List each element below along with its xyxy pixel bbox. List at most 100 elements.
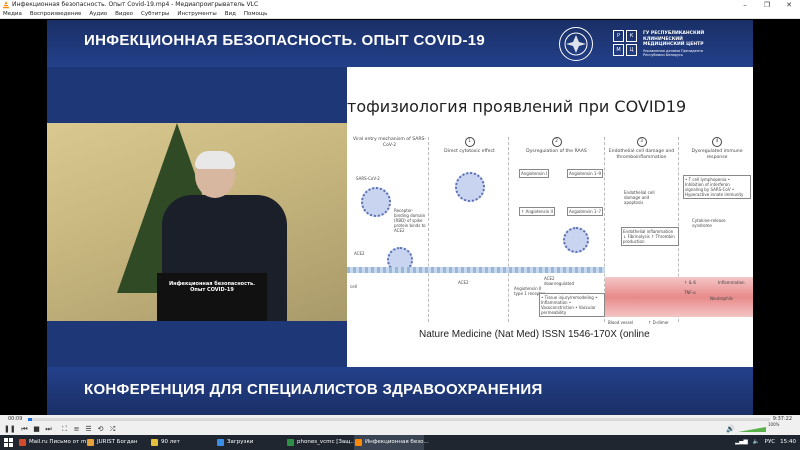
label-il6: ↑ IL-6 [684, 280, 696, 285]
close-button[interactable]: ✕ [786, 1, 792, 9]
label-raas-effects: • Tissue injury/remodeling • Inflammatio… [539, 293, 605, 317]
taskbar-item[interactable]: Mail.ru Письмо от m... [18, 435, 92, 450]
volume-level [738, 427, 766, 432]
menu-media[interactable]: Медиа [3, 11, 22, 17]
slide-panel-immune: 4 Dysregulated immune response [681, 137, 753, 322]
pause-icon[interactable]: ❚❚ [4, 425, 16, 433]
menu-help[interactable]: Помощь [243, 11, 268, 17]
label-endothelial-inflammation: Endothelial inflammation ↓ Fibrinolysis … [621, 227, 679, 246]
taskbar: Mail.ru Письмо от m... JURIST Богдан 90 ле… [0, 435, 800, 450]
extended-settings-icon[interactable]: ≡ [73, 425, 80, 433]
taskbar-item-label: phones_vcmc [Защ... [297, 439, 356, 445]
panel-heading: Endothelial cell damage and thromboinfla… [608, 149, 675, 160]
taskbar-item[interactable]: Инфекционная безо... [354, 435, 429, 450]
windows-start-icon[interactable] [4, 438, 13, 447]
panel-number: 2 [551, 137, 562, 147]
volume-tray-icon[interactable]: 🔈 [752, 439, 760, 445]
slide-panel-raas: 2 Dysregulation of the RAAS [509, 137, 605, 322]
label-ace2-downregulated: ACE2 downregulated [543, 275, 581, 287]
window-controls: – ❐ ✕ [734, 0, 800, 10]
stop-icon[interactable]: ■ [33, 425, 40, 433]
menu-subtitles[interactable]: Субтитры [141, 11, 170, 17]
blood-vessel-graphic [605, 277, 753, 317]
hospital-subtitle: Управления делами Президента Республики … [643, 48, 704, 57]
playback-controls: ❚❚ ⏮ ■ ⏭ ⛶ ≡ ☰ ⟲ ⤮ 🔊 100% [0, 422, 800, 435]
loop-icon[interactable]: ⟲ [97, 425, 104, 433]
seek-progress [28, 418, 32, 421]
language-indicator[interactable]: РУС [764, 439, 776, 445]
taskbar-item-label: JURIST Богдан [97, 439, 138, 445]
taskbar-item-label: Загрузки [227, 439, 254, 445]
menu-audio[interactable]: Аудио [89, 11, 108, 17]
panel-heading: Dysregulation of the RAAS [526, 149, 587, 154]
panel-heading: Direct cytotoxic effect [444, 149, 495, 154]
network-icon[interactable]: ▂▄▆ [735, 439, 748, 445]
label-tnf: TNF-α [684, 290, 696, 295]
top-banner: ИНФЕКЦИОННАЯ БЕЗОПАСНОСТЬ. ОПЫТ COVID-19… [47, 20, 753, 67]
virus-icon [563, 227, 589, 253]
presentation-slide: тофизиология проявлений при COVID19 Vira… [347, 67, 753, 367]
label-blood-vessel: Blood vessel [607, 319, 635, 326]
maximize-button[interactable]: ❐ [763, 1, 771, 9]
clock[interactable]: 15:40 [780, 439, 796, 445]
minimize-button[interactable]: – [743, 1, 747, 9]
system-tray: ▂▄▆ 🔈 РУС 15:40 [735, 435, 796, 450]
hospital-logo-cell: М [613, 44, 624, 56]
previous-icon[interactable]: ⏮ [21, 425, 28, 433]
slide-title: тофизиология проявлений при COVID19 [347, 97, 687, 116]
virus-icon [361, 187, 391, 217]
label-immune: • T cell lymphopenia • Inhibition of int… [683, 175, 751, 199]
slide-panel-cytotoxic: 1 Direct cytotoxic effect [431, 137, 509, 322]
taskbar-item[interactable]: phones_vcmc [Защ... [286, 435, 356, 450]
label-neutrophils: Neutrophils [710, 296, 733, 301]
taskbar-item[interactable]: JURIST Богдан [86, 435, 148, 450]
speaker-icon[interactable]: 🔊 [726, 425, 735, 433]
taskbar-item[interactable]: 90 лет [150, 435, 214, 450]
playlist-icon[interactable]: ☰ [85, 425, 92, 433]
window-title: Инфекционная безопасность. Опыт Covid-19… [12, 1, 259, 8]
title-bar: Инфекционная безопасность. Опыт Covid-19… [0, 0, 800, 10]
hospital-logo-cell: К [626, 30, 637, 42]
slide-citation: Nature Medicine (Nat Med) ISSN 1546-170X… [419, 329, 650, 340]
label-angiotensin-1-7: Angiotensin 1–7 [567, 207, 604, 216]
next-icon[interactable]: ⏭ [45, 425, 52, 433]
app-icon [151, 439, 158, 446]
taskbar-item[interactable]: Загрузки [216, 435, 284, 450]
total-time[interactable]: 9:37:22 [772, 416, 792, 422]
seek-slider[interactable] [28, 418, 770, 421]
label-cytokine: Cytokine-release syndrome [691, 217, 743, 229]
bottom-banner: КОНФЕРЕНЦИЯ ДЛЯ СПЕЦИАЛИСТОВ ЗДРАВООХРАН… [47, 367, 753, 415]
volume-slider[interactable]: 100% [738, 422, 786, 432]
speaker-inset: Инфекционная безопасность. Опыт COVID-19 [47, 123, 347, 321]
podium-label: Инфекционная безопасность. Опыт COVID-19 [168, 281, 256, 293]
current-time: 00:09 [8, 416, 23, 422]
hospital-name: ГУ РЕСПУБЛИКАНСКИЙ КЛИНИЧЕСКИЙ МЕДИЦИНСК… [643, 31, 723, 57]
hospital-logo: Р К М Ц [613, 30, 637, 56]
cell-membrane [347, 267, 605, 273]
volume-percent: 100% [768, 422, 780, 427]
label-inflammation: Inflammation [718, 280, 745, 285]
label-sars: SARS-CoV-2 [355, 175, 381, 182]
label-cell: cell [349, 283, 358, 290]
label-ace2: ACE2 [457, 279, 470, 286]
podium [157, 273, 267, 321]
menu-video[interactable]: Видео [115, 11, 134, 17]
menu-tools[interactable]: Инструменты [177, 11, 217, 17]
hospital-name-text: ГУ РЕСПУБЛИКАНСКИЙ КЛИНИЧЕСКИЙ МЕДИЦИНСК… [643, 31, 705, 47]
menu-playback[interactable]: Воспроизведение [29, 11, 82, 17]
menu-bar: Медиа Воспроизведение Аудио Видео Субтит… [0, 10, 800, 19]
fullscreen-icon[interactable]: ⛶ [62, 425, 67, 433]
label-ace2: ACE2 [353, 250, 366, 257]
app-icon [87, 439, 94, 446]
hospital-logo-cell: Р [613, 30, 624, 42]
label-d-dimer: ↑ D-dimer [647, 319, 670, 326]
menu-view[interactable]: Вид [224, 11, 236, 17]
shuffle-icon[interactable]: ⤮ [109, 425, 116, 433]
virus-icon [455, 172, 485, 202]
label-rbd: Receptor-binding domain (RBD) of spike p… [393, 207, 427, 234]
slide-panel-entry: Viral entry mechanism of SARS-CoV-2 [351, 137, 429, 322]
app-icon [287, 439, 294, 446]
speaker-hair [195, 151, 235, 169]
video-frame[interactable]: ИНФЕКЦИОННАЯ БЕЗОПАСНОСТЬ. ОПЫТ COVID-19… [47, 20, 753, 415]
seek-row: 00:09 9:37:22 [0, 415, 800, 424]
